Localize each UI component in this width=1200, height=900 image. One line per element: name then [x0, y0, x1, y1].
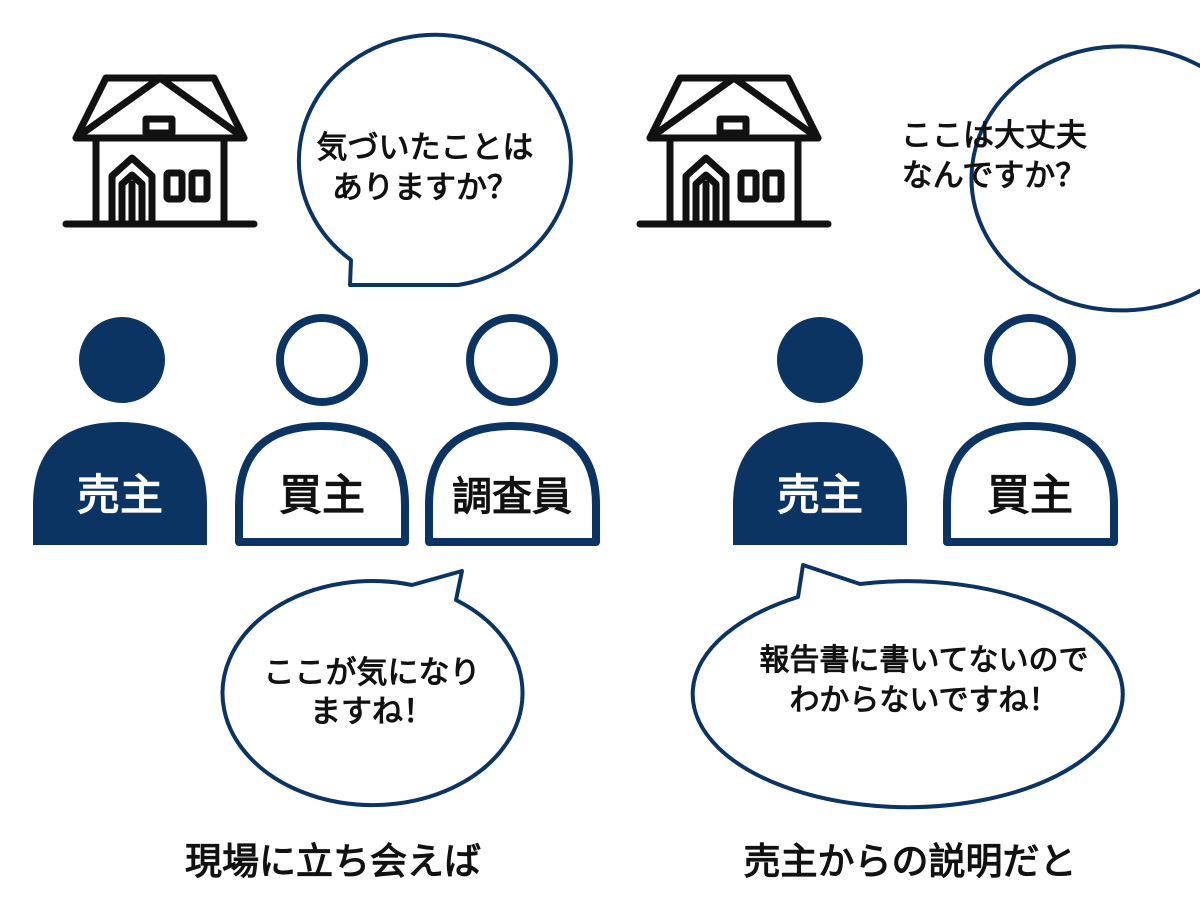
- person-body: [425, 422, 600, 546]
- house-icon: [640, 78, 828, 224]
- person-head: [276, 314, 368, 406]
- inspector-label: 調査員: [452, 474, 572, 520]
- speech-bubble-top-right: ここは大丈夫 なんですか？: [901, 44, 1200, 313]
- buyer-figure: 買主: [235, 314, 409, 546]
- bubble-text-line2: わからないですね！: [789, 683, 1058, 718]
- speech-bubble-shape: [690, 563, 1125, 810]
- bubble-text-line1: ここは大丈夫: [901, 118, 1088, 154]
- caption-left: 現場に立ち会えば: [185, 840, 481, 883]
- bubble-text-line2: なんですか？: [902, 158, 1086, 194]
- speech-bubble-shape: [296, 32, 573, 287]
- person-body: [235, 422, 409, 546]
- seller-figure: 売主: [733, 317, 907, 545]
- bubble-text-line2: ますね！: [310, 694, 434, 730]
- bubble-text-line1: 報告書に書いてないので: [759, 643, 1088, 678]
- person-head: [466, 314, 558, 406]
- buyer-label: 買主: [279, 471, 365, 521]
- bubble-text-line1: 気づいたことは: [317, 130, 534, 166]
- speech-bubble-bottom-left: ここが気になり ますね！: [220, 569, 525, 808]
- seller-label: 売主: [77, 471, 163, 521]
- left-scene: 気づいたことは ありますか？ 売主 買主 調査員 ここが気になり ますね！ 現場…: [33, 32, 600, 883]
- seller-label: 売主: [777, 471, 863, 521]
- person-body: [733, 422, 907, 545]
- caption-right: 売主からの説明だと: [744, 840, 1077, 883]
- buyer-label: 買主: [987, 471, 1073, 521]
- person-body: [943, 422, 1118, 546]
- person-head: [777, 317, 863, 403]
- speech-bubble-shape: [220, 569, 525, 808]
- house-icon: [66, 78, 254, 224]
- bubble-text-line1: ここが気になり: [264, 655, 481, 691]
- speech-bubble-bottom-right: 報告書に書いてないので わからないですね！: [690, 563, 1125, 810]
- person-body: [33, 422, 207, 545]
- seller-figure: 売主: [33, 317, 207, 545]
- person-head: [984, 314, 1076, 406]
- bubble-text-line2: ありますか？: [332, 170, 518, 206]
- speech-bubble-top-left: 気づいたことは ありますか？: [296, 32, 573, 287]
- buyer-figure: 買主: [943, 314, 1118, 546]
- right-scene: ここは大丈夫 なんですか？ 売主 買主 報告書に書いてないので わからないですね…: [640, 44, 1200, 883]
- speech-bubble-shape: [969, 44, 1200, 313]
- person-head: [79, 317, 165, 403]
- inspector-figure: 調査員: [425, 314, 600, 546]
